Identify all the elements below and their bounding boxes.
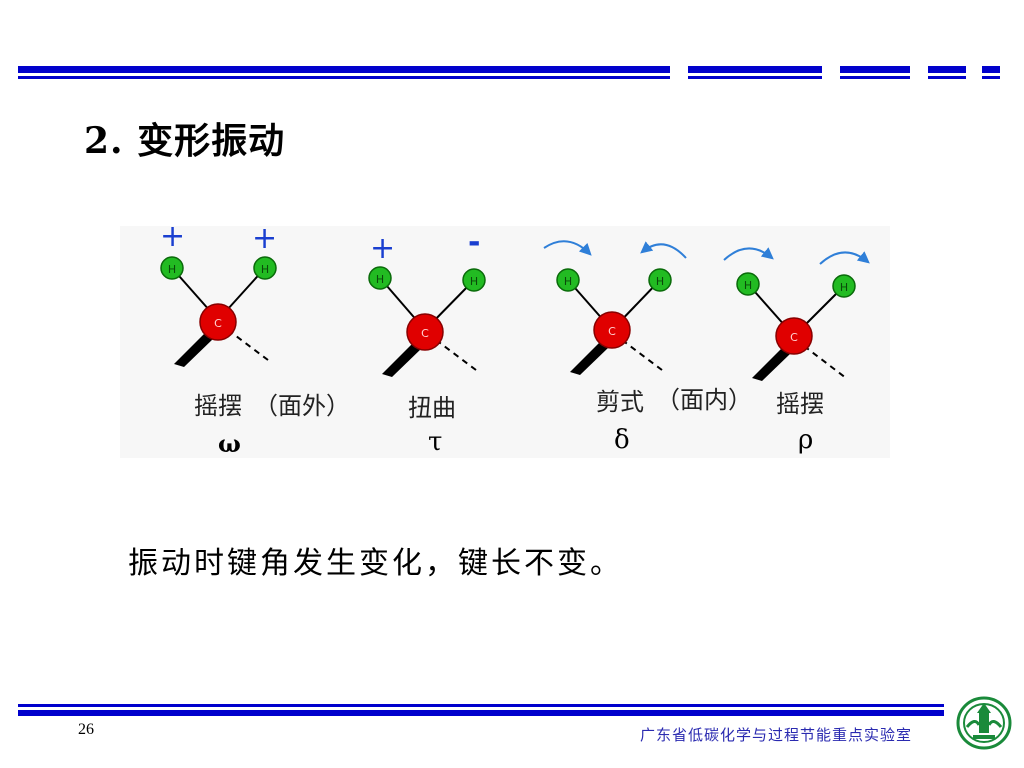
page-number: 26 <box>78 721 94 738</box>
label-wagging: 摇摆 <box>194 392 242 420</box>
sign-right: + <box>252 221 277 256</box>
carbon-atom <box>406 313 444 351</box>
carbon-label: C <box>608 325 616 338</box>
footer-bar-thin <box>18 704 944 707</box>
mode-rocking: H H C <box>723 247 870 381</box>
hydrogen-label: H <box>261 263 269 276</box>
hydrogen-atom <box>253 256 277 280</box>
symbol-delta: δ <box>614 425 630 455</box>
carbon-atom <box>199 303 237 341</box>
symbol-rho: ρ <box>798 425 813 455</box>
header-bar-seg4 <box>982 66 1000 73</box>
symbol-omega: ω <box>218 429 241 458</box>
header-bar-seg1 <box>688 66 822 73</box>
carbon-label: C <box>421 327 429 340</box>
hydrogen-label: H <box>564 275 572 288</box>
rotation-arrow <box>723 247 774 261</box>
hydrogen-label: H <box>168 263 176 276</box>
label-in-plane: （面内） <box>656 386 752 414</box>
hydrogen-label: H <box>376 273 384 286</box>
label-scissoring: 剪式 <box>596 388 644 416</box>
header-bar-seg3-thin <box>928 76 966 79</box>
header-bar-long-thin <box>18 76 670 79</box>
hydrogen-atom <box>736 272 760 296</box>
hydrogen-atom <box>160 256 184 280</box>
hydrogen-atom <box>832 274 856 298</box>
label-out-of-plane: （面外） <box>254 392 350 420</box>
carbon-atom <box>775 317 813 355</box>
figure-background <box>120 226 890 458</box>
footer-org-name: 广东省低碳化学与过程节能重点实验室 <box>640 726 913 744</box>
header-bar-long <box>18 66 670 73</box>
hydrogen-atom <box>556 268 580 292</box>
mode-scissoring: H H C <box>543 240 687 375</box>
header-bar-seg4-thin <box>982 76 1000 79</box>
carbon-atom <box>593 311 631 349</box>
hydrogen-label: H <box>470 275 478 288</box>
header-bar-seg2-thin <box>840 76 910 79</box>
label-rocking: 摇摆 <box>776 390 824 418</box>
carbon-label: C <box>790 331 798 344</box>
hydrogen-label: H <box>744 279 752 292</box>
label-twisting: 扭曲 <box>408 394 456 422</box>
header-bar-seg1-thin <box>688 76 822 79</box>
lab-logo-icon <box>956 696 1012 750</box>
hydrogen-label: H <box>656 275 664 288</box>
rotation-arrow <box>819 251 870 265</box>
symbol-tau: τ <box>428 427 442 457</box>
carbon-label: C <box>214 317 222 330</box>
header-bar-seg2 <box>840 66 910 73</box>
footer-bar-thick <box>18 710 944 716</box>
body-text: 振动时键角发生变化，键长不变。 <box>128 546 623 581</box>
hydrogen-atom <box>368 266 392 290</box>
sign-right: - <box>468 225 480 260</box>
rotation-arrow <box>543 240 592 256</box>
header-bar-seg3 <box>928 66 966 73</box>
mode-wagging: + + H H C <box>160 219 277 367</box>
slide-title: 2. 变形振动 <box>84 120 286 162</box>
hydrogen-label: H <box>840 281 848 294</box>
sign-left: + <box>160 219 185 254</box>
vibration-modes-figure: + + H H C + - H H C H H <box>120 219 890 458</box>
rotation-arrow <box>640 241 687 259</box>
hydrogen-atom <box>462 268 486 292</box>
hydrogen-atom <box>648 268 672 292</box>
sign-left: + <box>370 231 395 266</box>
mode-twisting: + - H H C <box>368 225 486 377</box>
